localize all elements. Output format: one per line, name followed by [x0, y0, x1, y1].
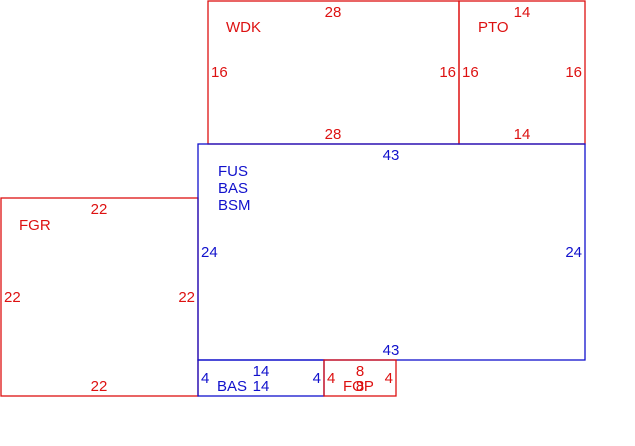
area-pto[interactable]: PTO 14 14 16 16 — [458, 0, 586, 145]
area-fop-label: FOP — [343, 378, 374, 395]
area-pto-left-dim: 16 — [462, 64, 479, 81]
area-wdk[interactable]: WDK 28 28 16 16 — [207, 0, 460, 145]
area-main-left-dim: 24 — [201, 244, 218, 261]
area-fop-bottom-dim: 8 — [356, 378, 364, 395]
area-fgr-top-dim: 22 — [91, 201, 108, 218]
area-wdk-label: WDK — [226, 19, 261, 36]
area-fop-top-dim: 8 — [356, 363, 364, 380]
area-main-label-3: BSM — [218, 197, 251, 214]
area-fgr[interactable]: FGR 22 22 22 22 — [0, 197, 199, 397]
area-wdk-right-dim: 16 — [439, 64, 456, 81]
area-wdk-bottom-dim: 28 — [325, 126, 342, 143]
area-bas-right-dim: 4 — [313, 370, 321, 387]
area-main-bottom-dim: 43 — [383, 342, 400, 359]
area-bas[interactable]: BAS 14 14 4 4 — [197, 359, 325, 397]
area-main-label-2: BAS — [218, 180, 248, 197]
area-wdk-top-dim: 28 — [325, 4, 342, 21]
area-pto-label: PTO — [478, 19, 509, 36]
area-fgr-bottom-dim: 22 — [91, 378, 108, 395]
area-fop-left-dim: 4 — [327, 370, 335, 387]
area-wdk-left-dim: 16 — [211, 64, 228, 81]
area-pto-top-dim: 14 — [514, 4, 531, 21]
area-fgr-right-dim: 22 — [178, 289, 195, 306]
area-fgr-left-dim: 22 — [4, 289, 21, 306]
area-bas-bottom-dim: 14 — [253, 378, 270, 395]
area-fgr-label: FGR — [19, 217, 51, 234]
area-fop[interactable]: FOP 8 8 4 4 — [323, 359, 397, 397]
area-main-top-dim: 43 — [383, 147, 400, 164]
area-fop-right-dim: 4 — [385, 370, 393, 387]
area-main-outline — [197, 143, 586, 361]
area-bas-left-dim: 4 — [201, 370, 209, 387]
area-fop-outline — [323, 359, 397, 397]
area-bas-top-dim: 14 — [253, 363, 270, 380]
area-main[interactable]: FUS BAS BSM 43 43 24 24 — [197, 143, 586, 361]
area-pto-bottom-dim: 14 — [514, 126, 531, 143]
area-pto-right-dim: 16 — [565, 64, 582, 81]
area-main-label-1: FUS — [218, 163, 248, 180]
area-main-right-dim: 24 — [565, 244, 582, 261]
area-bas-label: BAS — [217, 378, 247, 395]
